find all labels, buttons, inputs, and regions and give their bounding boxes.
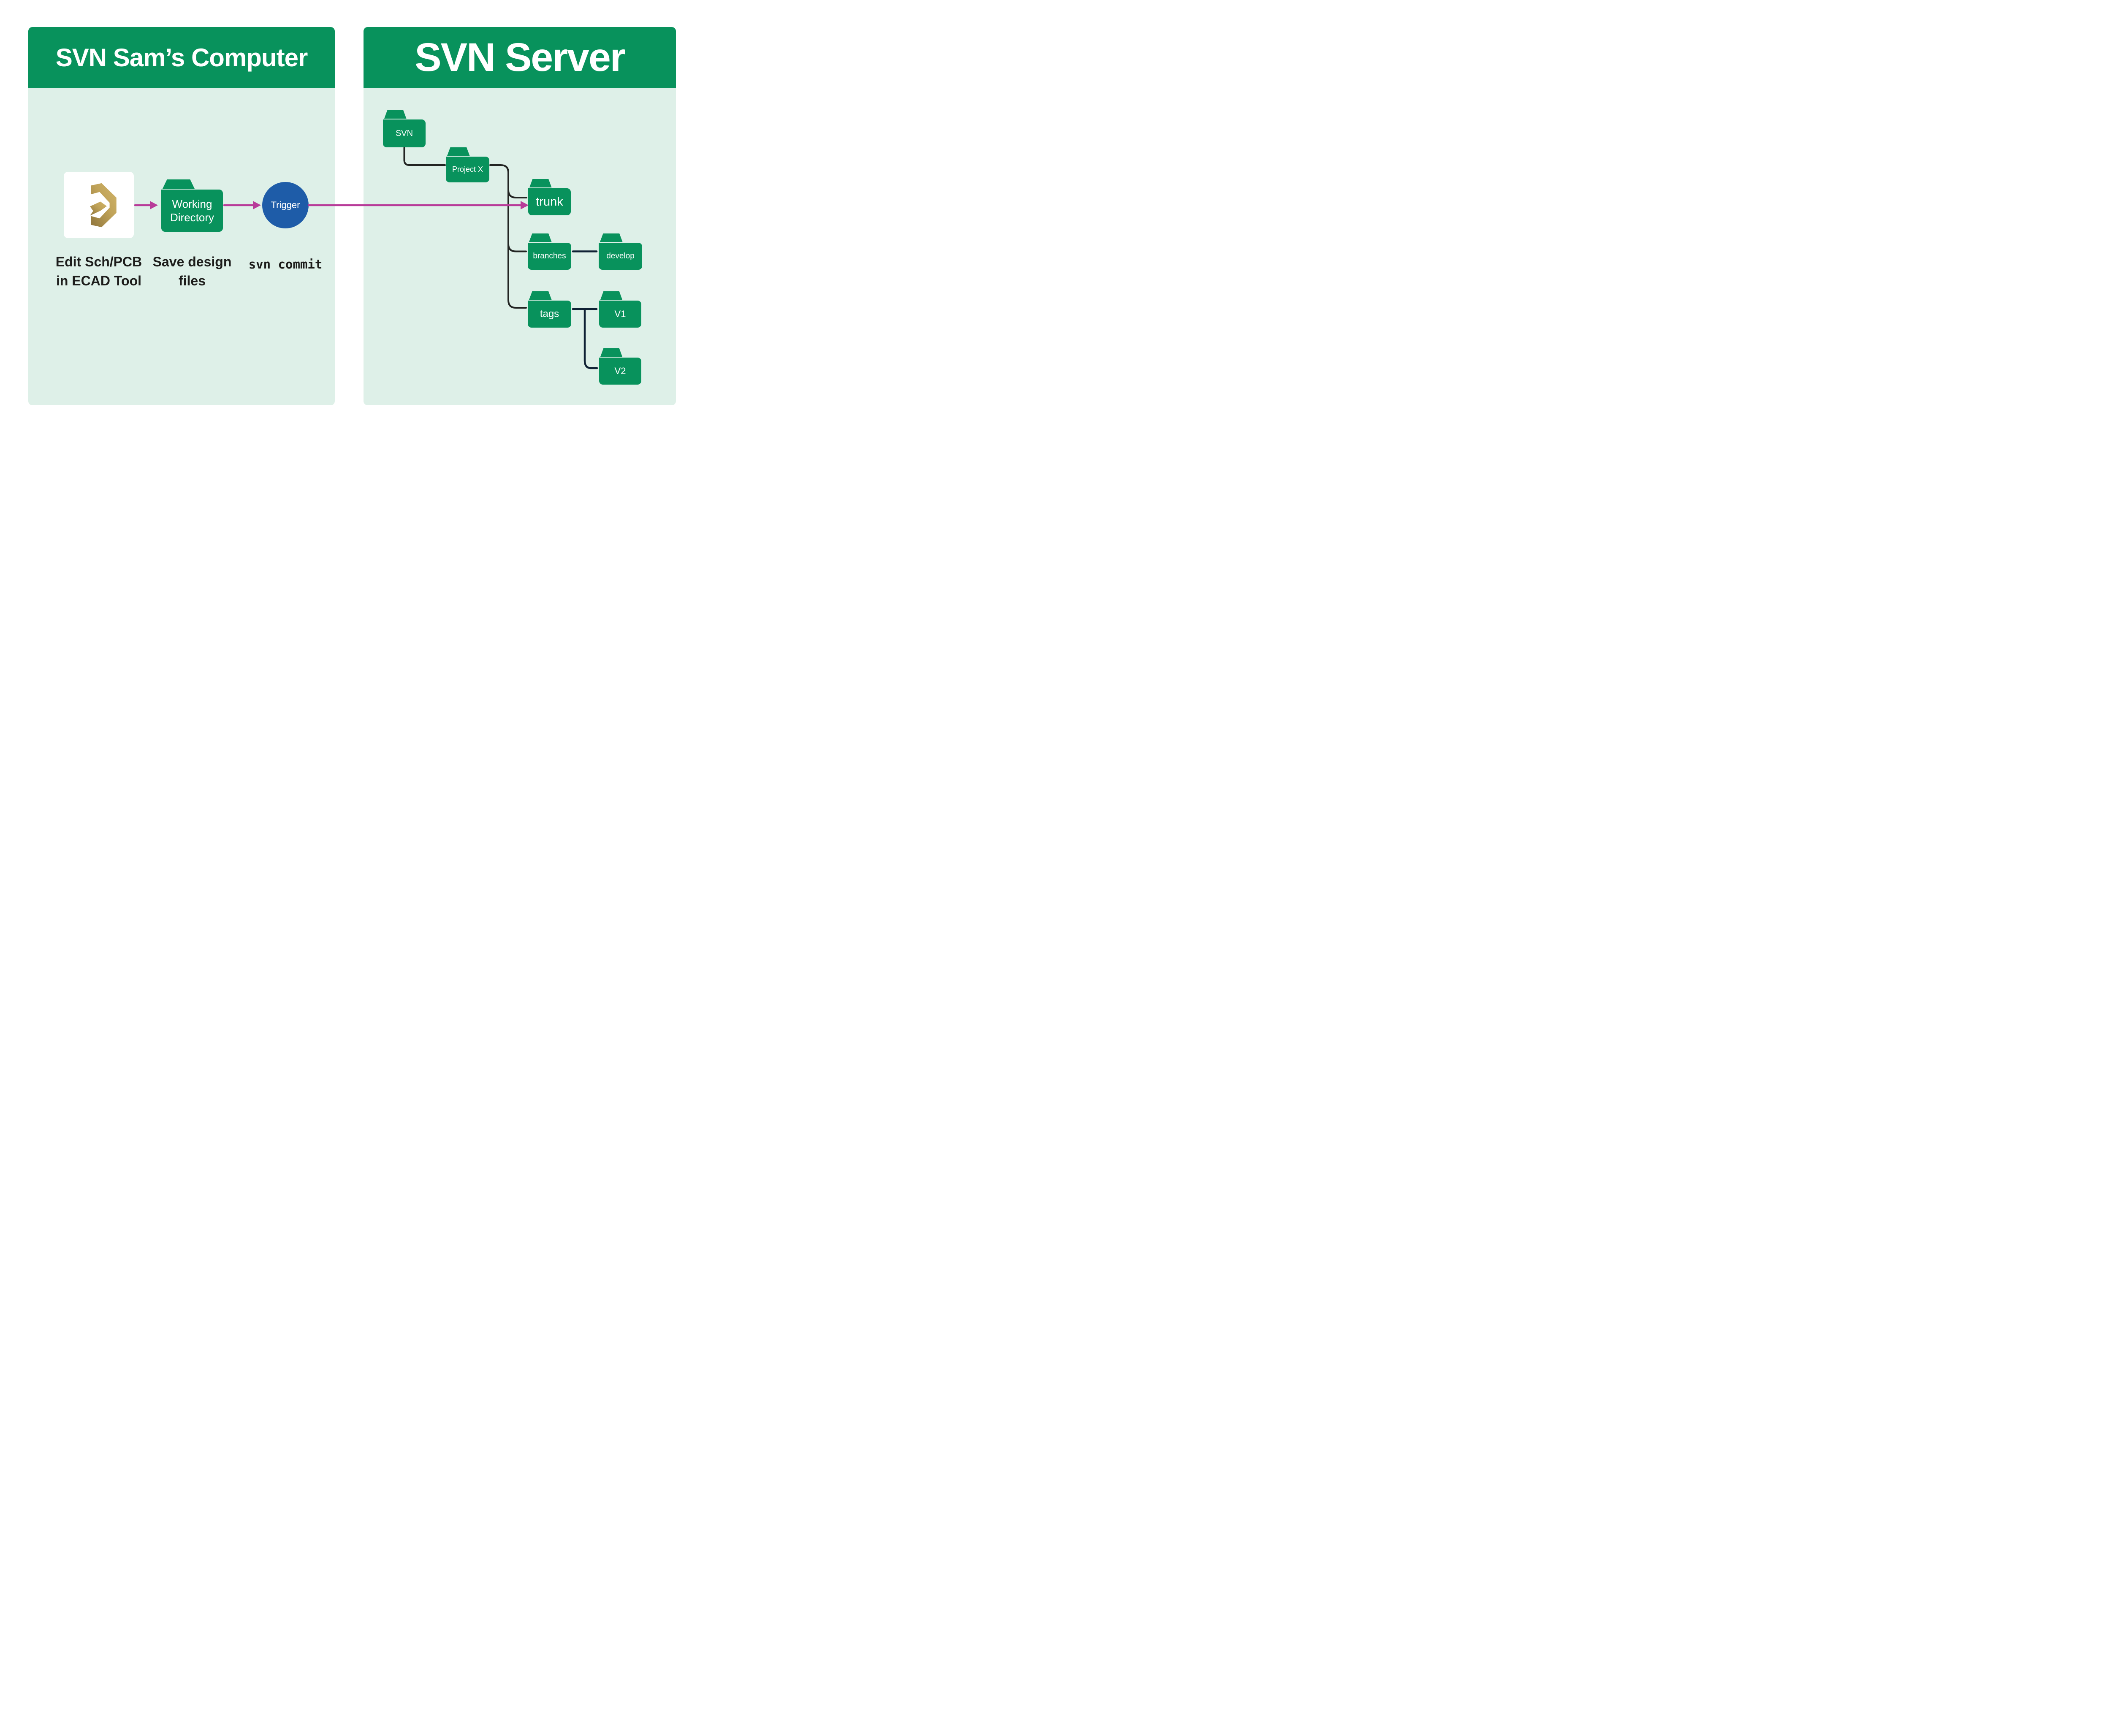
folder-tab-icon <box>447 147 470 156</box>
panel-title-computer: SVN Sam’s Computer <box>55 43 308 72</box>
folder-branches: branches <box>528 233 571 270</box>
folder-tab-icon <box>384 110 407 119</box>
folder-tags: tags <box>528 291 571 328</box>
ecad-logo-icon <box>90 183 117 227</box>
folder-label: branches <box>528 243 571 270</box>
logo-ring-shape <box>91 183 117 227</box>
folder-trunk: trunk <box>528 179 571 215</box>
svn-workflow-diagram: SVN Sam’s Computer SVN Server Working Di… <box>0 0 699 434</box>
folder-label: develop <box>599 243 642 270</box>
folder-tab-icon <box>163 179 195 189</box>
caption-line: files <box>178 273 206 288</box>
folder-tab-icon <box>529 291 552 300</box>
caption-line: in ECAD Tool <box>56 273 142 288</box>
trigger-node: Trigger <box>262 182 309 228</box>
caption-line: Edit Sch/PCB <box>55 254 142 269</box>
folder-label: tags <box>528 301 571 328</box>
folder-label: Project X <box>446 157 489 182</box>
caption-line: Save design <box>152 254 232 269</box>
folder-tab-icon <box>600 348 622 357</box>
trigger-label: Trigger <box>271 200 300 210</box>
panel-header-computer: SVN Sam’s Computer <box>28 27 335 88</box>
caption-edit-ecad: Edit Sch/PCB in ECAD Tool <box>52 252 145 290</box>
ecad-tool-logo-card <box>64 172 134 238</box>
folder-tab-icon <box>600 233 623 242</box>
panel-header-server: SVN Server <box>364 27 676 88</box>
caption-save-files: Save design files <box>146 252 239 290</box>
folder-tab-icon <box>529 233 552 242</box>
folder-tab-icon <box>529 179 552 187</box>
caption-line: svn commit <box>248 257 323 271</box>
folder-develop: develop <box>599 233 642 270</box>
caption-svn-commit: svn commit <box>239 255 332 274</box>
folder-project-x: Project X <box>446 147 489 182</box>
folder-label: Working Directory <box>161 190 223 232</box>
folder-svn: SVN <box>383 110 426 147</box>
folder-label: V2 <box>599 358 641 385</box>
folder-working-directory: Working Directory <box>161 179 223 232</box>
panel-title-server: SVN Server <box>415 35 626 80</box>
folder-label: trunk <box>528 188 571 215</box>
folder-label: SVN <box>383 119 426 147</box>
panel-svn-server: SVN Server <box>364 27 676 405</box>
folder-label: V1 <box>599 301 641 328</box>
folder-tab-icon <box>600 291 622 300</box>
folder-v2: V2 <box>599 348 641 385</box>
logo-arrow-shape <box>90 201 107 216</box>
folder-v1: V1 <box>599 291 641 328</box>
